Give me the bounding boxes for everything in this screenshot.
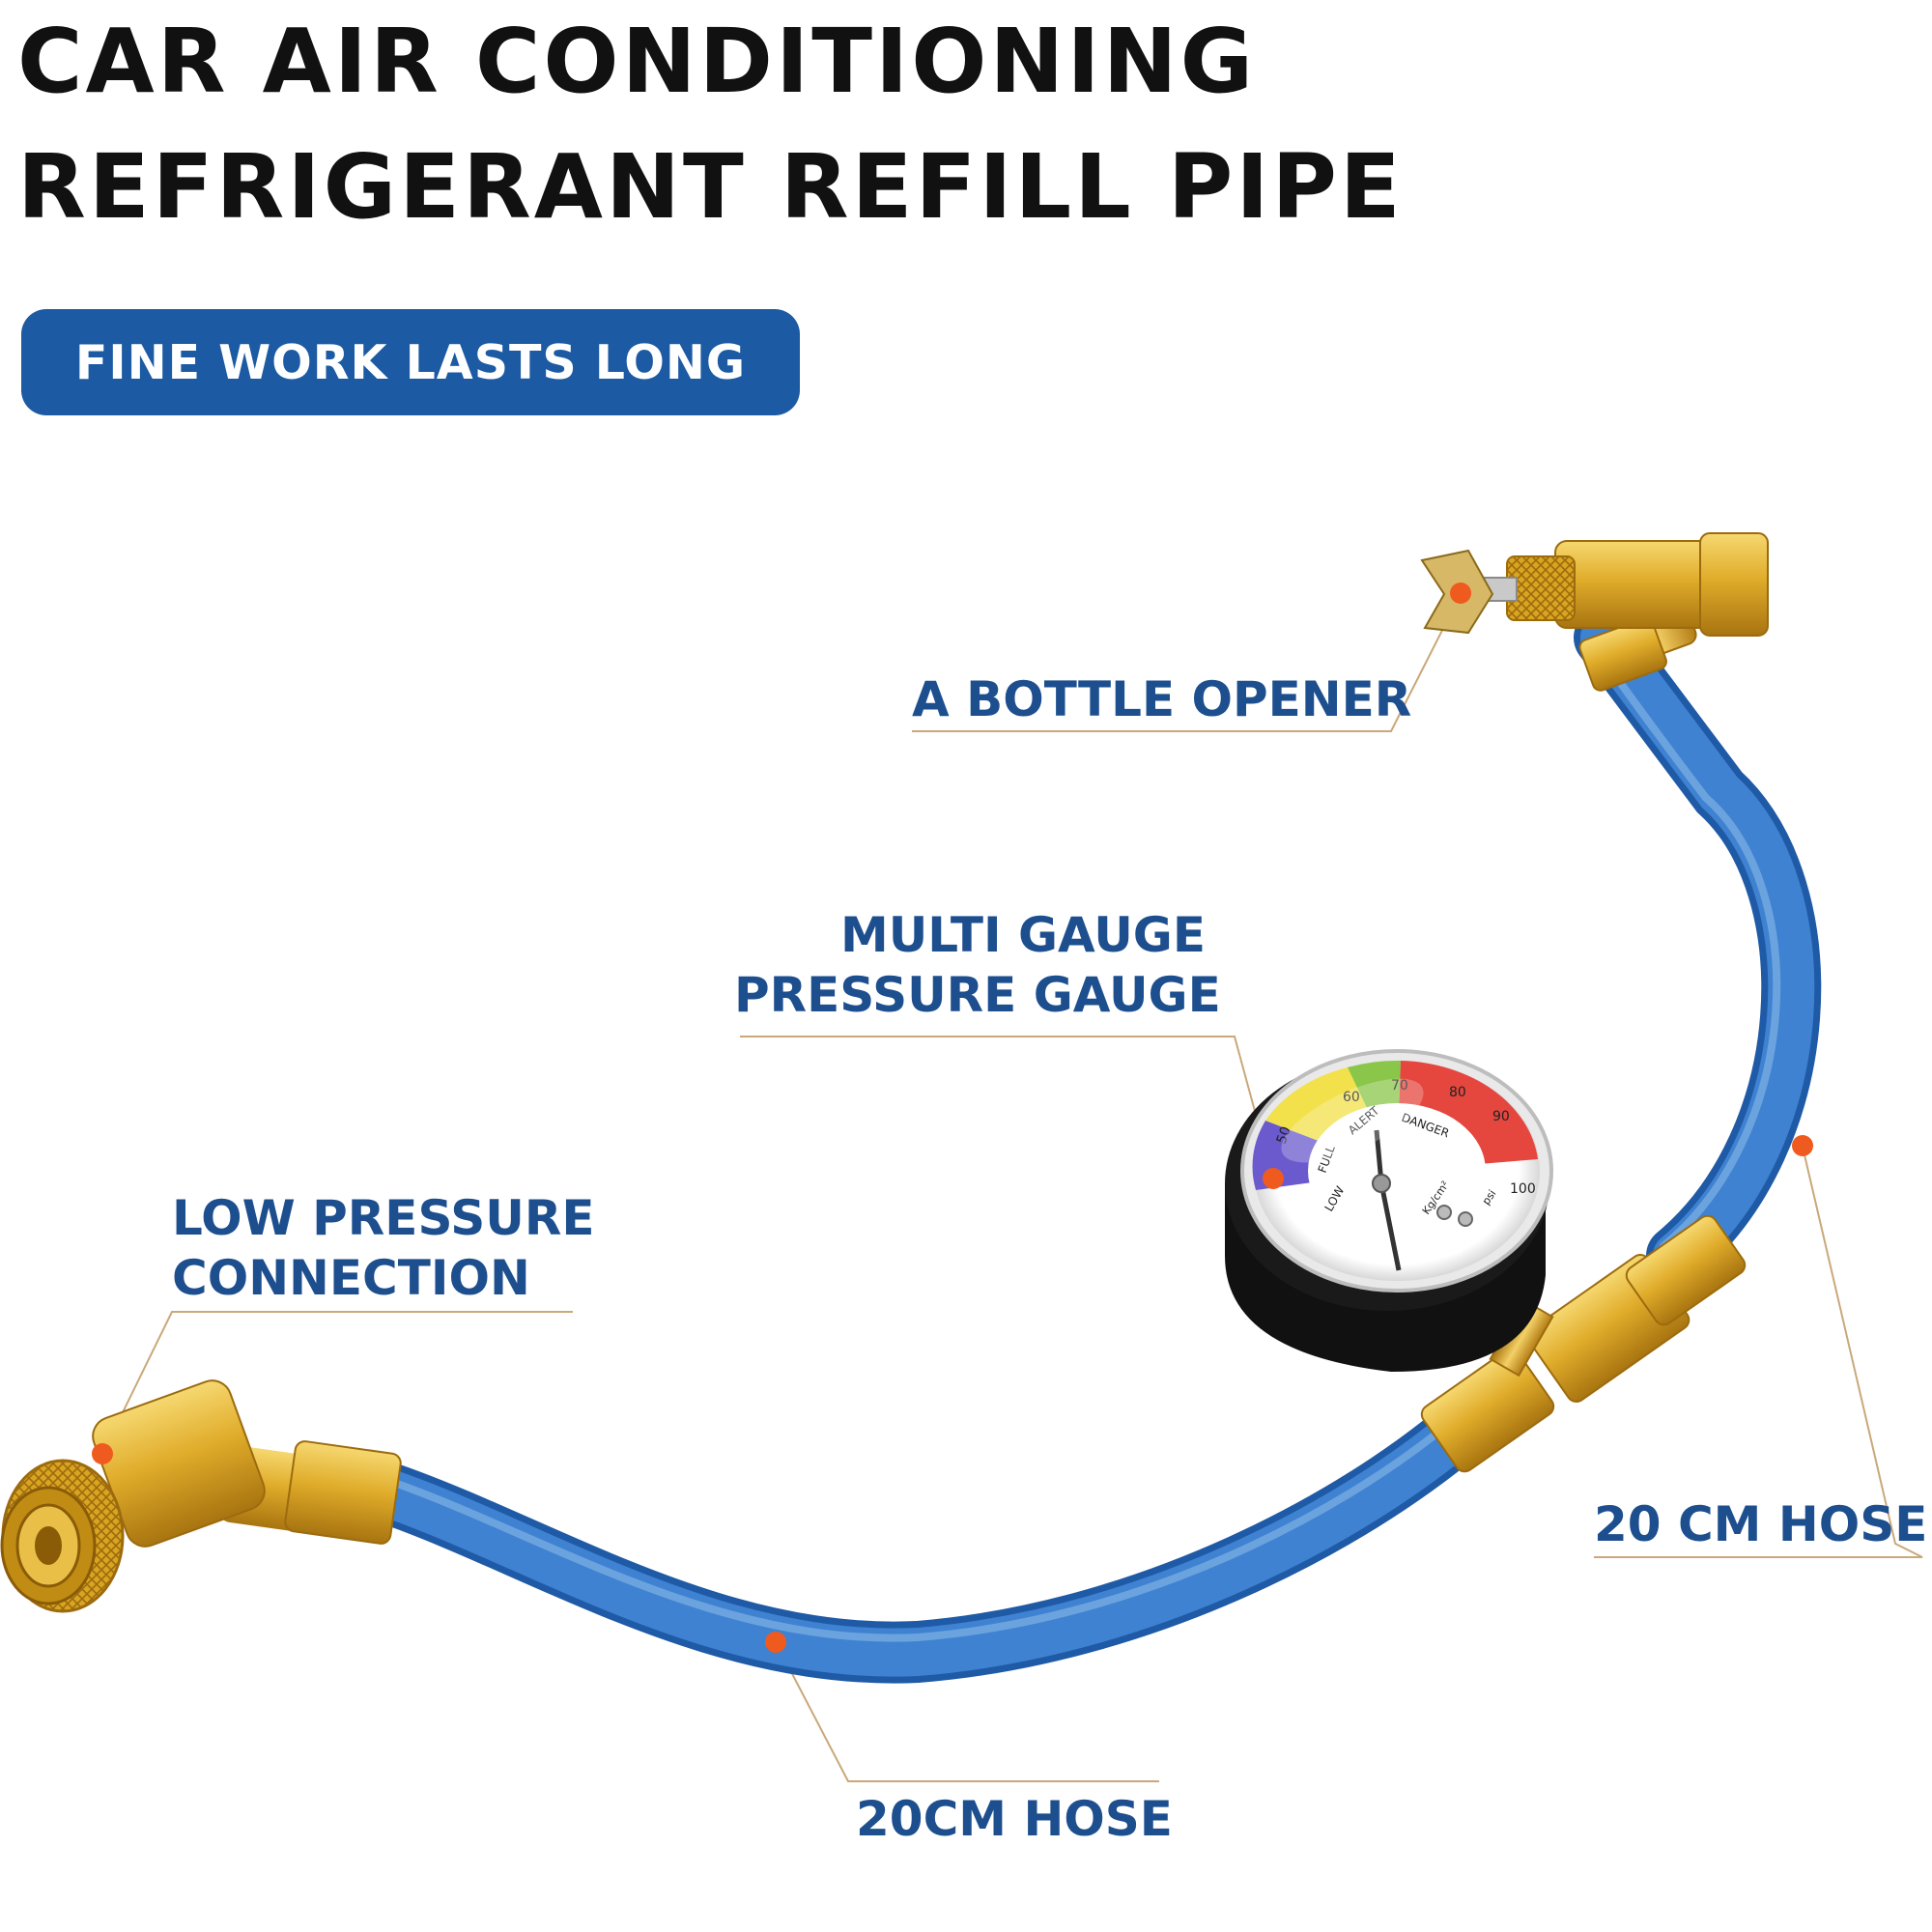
- orange-dot-icon: [765, 1632, 786, 1653]
- leader-line-hose-right: [1594, 1146, 1923, 1558]
- gauge-scale-label: 50: [1274, 1124, 1294, 1146]
- leader-line-low-pressure: [101, 1311, 573, 1455]
- low-pressure-coupler: [0, 1379, 402, 1613]
- bottle-opener-valve: [1420, 532, 1769, 692]
- orange-dot-icon: [1792, 1135, 1813, 1156]
- gauge-scale-label: 80: [1449, 1085, 1466, 1100]
- callout-gauge-line-1: MULTI GAUGE: [839, 907, 1206, 963]
- tee-fitting: [1420, 1214, 1747, 1473]
- callout-hose-right: 20 CM HOSE: [1594, 1496, 1928, 1552]
- callout-hose-bottom: 20CM HOSE: [856, 1791, 1173, 1847]
- gauge-scale-label: 60: [1343, 1090, 1360, 1105]
- callout-low-pressure-line-2: CONNECTION: [172, 1250, 530, 1306]
- gauge-scale-label: 70: [1391, 1078, 1408, 1094]
- gauge-scale-label: 90: [1492, 1109, 1510, 1124]
- leader-line-hose-bottom: [775, 1641, 1159, 1782]
- orange-dot-icon: [1263, 1168, 1284, 1189]
- hose: [355, 608, 1822, 1684]
- title-line-2: REFRIGERANT REFILL PIPE: [17, 135, 1404, 239]
- leader-line-opener: [912, 593, 1462, 732]
- title-line-1: CAR AIR CONDITIONING: [17, 10, 1257, 113]
- gauge-scale-label: 100: [1510, 1181, 1536, 1197]
- callout-bottle-opener: A BOTTLE OPENER: [912, 671, 1412, 727]
- callout-low-pressure-line-1: LOW PRESSURE: [172, 1190, 595, 1246]
- orange-dot-icon: [1450, 582, 1471, 604]
- orange-dot-icon: [92, 1443, 113, 1464]
- pressure-gauge: 50 60 70 80 90 100 LOW FULL ALERT DANGER…: [1225, 1049, 1553, 1372]
- leader-line-gauge: [740, 1036, 1274, 1179]
- callout-gauge-line-2: PRESSURE GAUGE: [734, 967, 1221, 1023]
- pointer-dots: [92, 582, 1813, 1653]
- slogan-badge: FINE WORK LASTS LONG: [21, 309, 800, 415]
